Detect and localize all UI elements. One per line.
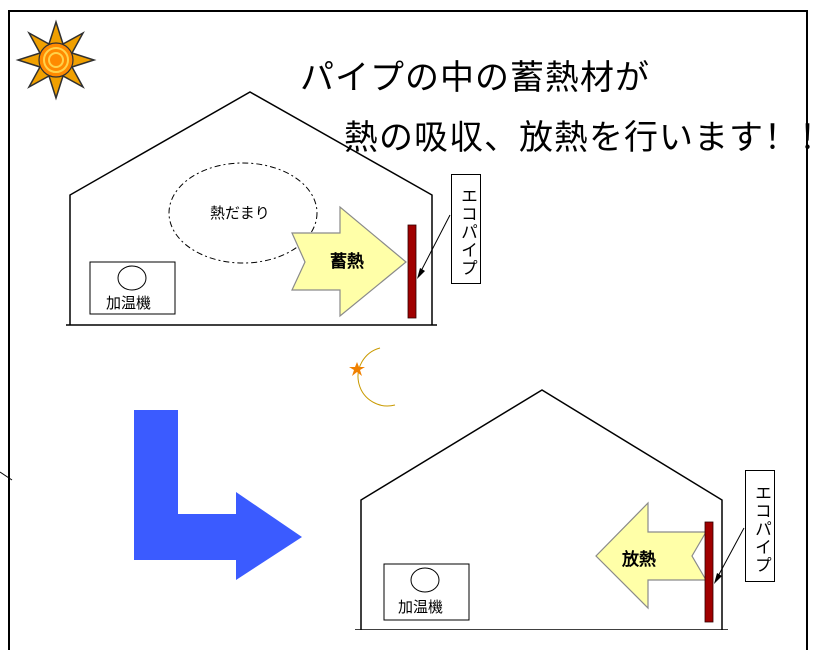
eco-pipe-label: エコパイプ bbox=[751, 484, 771, 574]
flow-arrow bbox=[134, 410, 302, 580]
heat-pool-label: 熱だまり bbox=[210, 204, 270, 222]
eco-pipe bbox=[704, 521, 714, 623]
day-house-outline bbox=[69, 91, 433, 325]
pipe-pointer-line bbox=[418, 214, 451, 276]
crescent-moon-with-star-icon bbox=[349, 347, 396, 407]
night-house bbox=[355, 389, 745, 630]
diagram-canvas bbox=[0, 19, 745, 630]
heat-storage-label: 蓄熱 bbox=[330, 252, 364, 272]
headline-line-2: 熱の吸収、放熱を行います！！ bbox=[344, 118, 816, 158]
headline-line-1: パイプの中の蓄熱材が bbox=[300, 58, 650, 98]
eco-pipe-label-box: エコパイプ bbox=[745, 470, 775, 582]
pipe-pointer-line bbox=[715, 527, 745, 581]
night-house-outline bbox=[360, 389, 723, 630]
day-house bbox=[66, 91, 451, 326]
eco-pipe-label: エコパイプ bbox=[457, 187, 477, 277]
heater-label: 加温機 bbox=[398, 598, 444, 616]
heat-storage-arrow bbox=[291, 205, 407, 318]
diagram-frame bbox=[8, 10, 808, 650]
heater-label: 加温機 bbox=[106, 294, 152, 312]
sun-icon bbox=[15, 19, 97, 101]
eco-pipe bbox=[407, 224, 417, 319]
heat-pool-ellipse bbox=[168, 162, 318, 264]
eco-pipe-label-box: エコパイプ bbox=[451, 174, 481, 284]
heat-release-label: 放熱 bbox=[622, 550, 656, 570]
heat-release-arrow bbox=[595, 501, 708, 610]
